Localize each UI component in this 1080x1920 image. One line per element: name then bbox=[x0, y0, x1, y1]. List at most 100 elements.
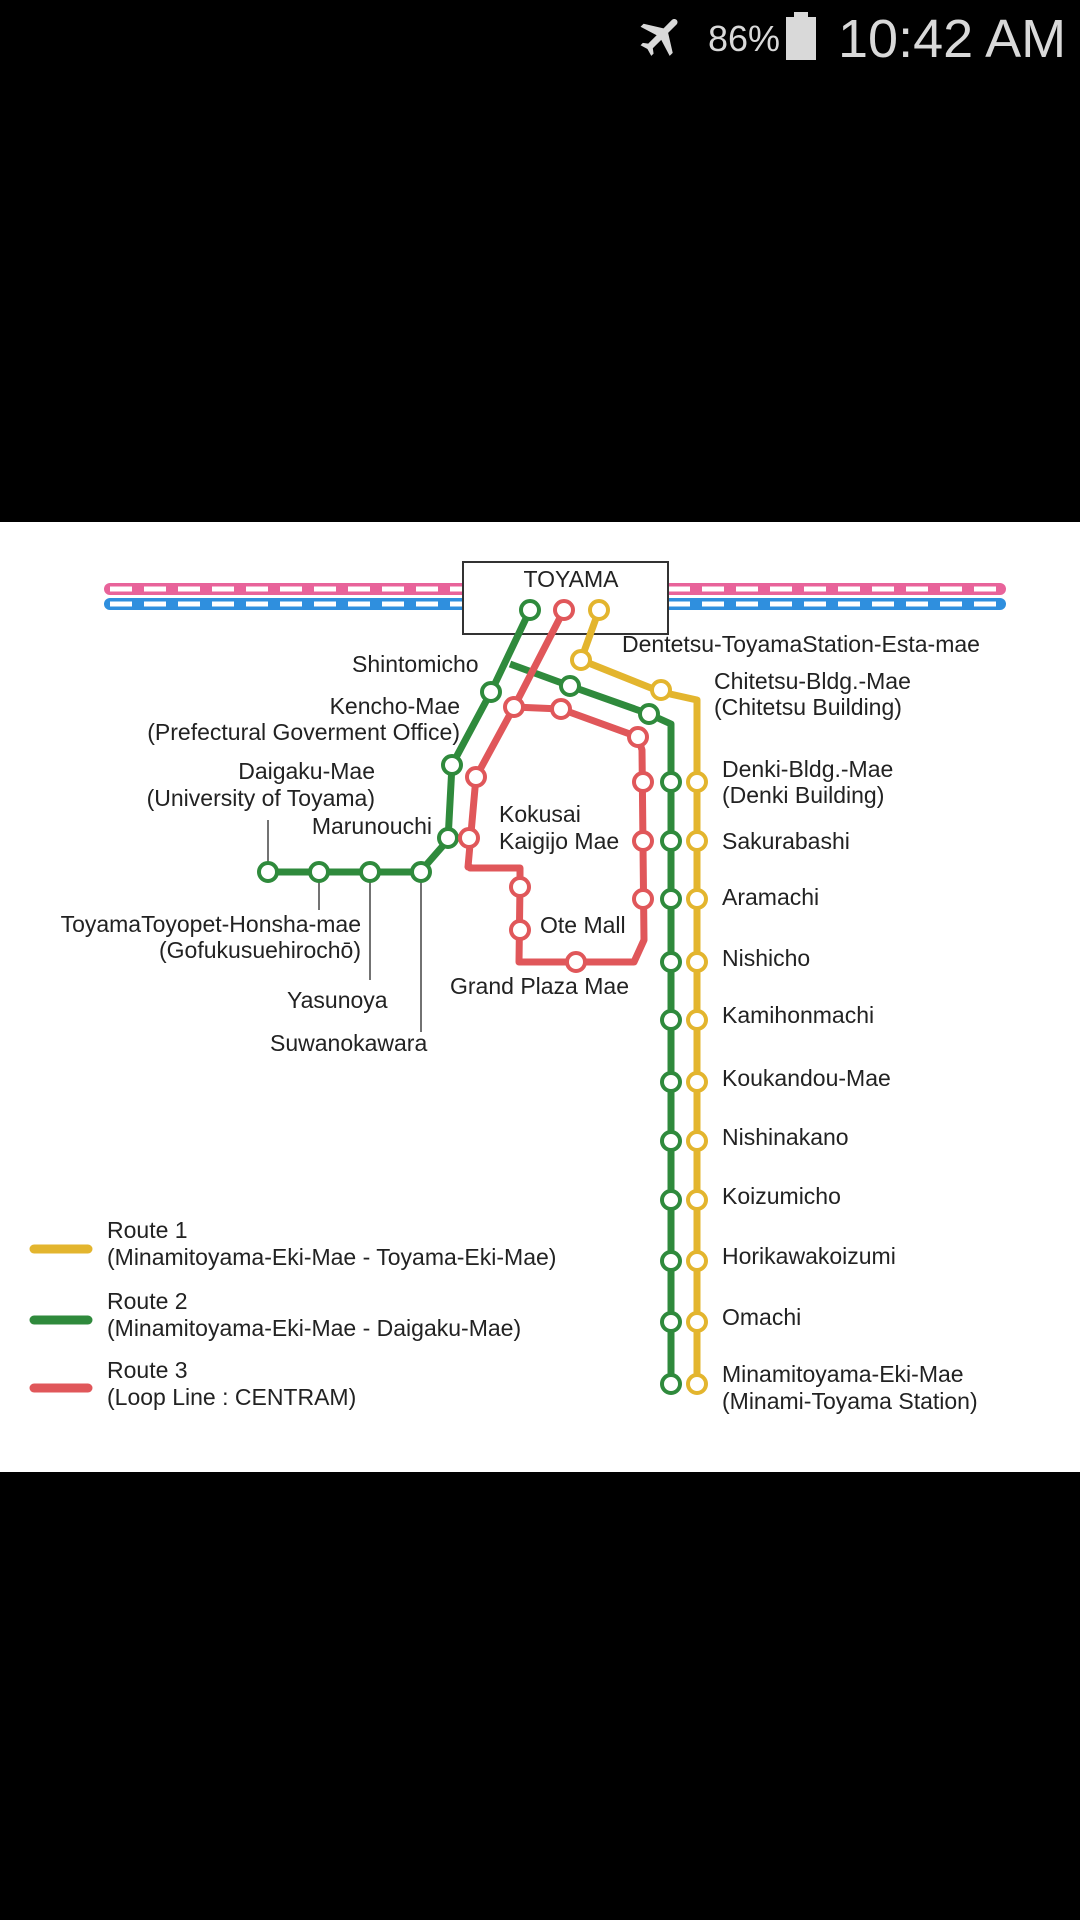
label-yasunoya: Yasunoya bbox=[287, 987, 388, 1013]
legend-route-3-name: Route 3 bbox=[107, 1357, 188, 1383]
leader-lines bbox=[267, 820, 422, 1032]
station-marker-toyama-r2 bbox=[519, 599, 541, 621]
toyama-station-label: TOYAMA bbox=[524, 566, 620, 592]
station-marker-suwanokawara bbox=[410, 861, 432, 883]
station-marker-kokusai bbox=[509, 876, 531, 898]
station-marker-chitetsu-r2 bbox=[638, 703, 660, 725]
station-marker-shintomicho-r3 bbox=[550, 698, 572, 720]
label-kencho-1: Kencho-Mae bbox=[330, 693, 460, 719]
label-nishicho: Nishicho bbox=[722, 945, 810, 971]
legend-route-1-name: Route 1 bbox=[107, 1217, 188, 1243]
label-kamihonmachi: Kamihonmachi bbox=[722, 1002, 874, 1028]
station-marker-aramachi-r2 bbox=[660, 888, 682, 910]
station-marker-sakurabashi-r3 bbox=[632, 830, 654, 852]
label-toyopet-2: (Gofukusuehirochō) bbox=[159, 937, 361, 963]
label-minami-2: (Minami-Toyama Station) bbox=[722, 1388, 978, 1414]
label-ote: Ote Mall bbox=[540, 912, 626, 938]
toyama-station-box bbox=[462, 561, 669, 635]
station-marker-shintomicho-r2 bbox=[559, 675, 581, 697]
station-marker-nishicho-r2 bbox=[660, 951, 682, 973]
station-marker-horikawakoizumi-r2 bbox=[660, 1250, 682, 1272]
station-marker-daigaku bbox=[257, 861, 279, 883]
station-marker-chitetsu-r1 bbox=[650, 679, 672, 701]
station-labels: Dentetsu-ToyamaStation-Esta-mae Shintomi… bbox=[61, 631, 980, 1414]
route-3-line bbox=[464, 608, 648, 966]
tram-route-map: TOYAMA bbox=[0, 522, 1080, 1472]
legend-route-2-desc: (Minamitoyama-Eki-Mae - Daigaku-Mae) bbox=[107, 1315, 521, 1341]
station-marker-marunouchi-r3 bbox=[458, 827, 480, 849]
station-marker-minami-r1 bbox=[686, 1373, 708, 1395]
station-marker-koukandou-r2 bbox=[660, 1071, 682, 1093]
station-marker-toyama-r1 bbox=[588, 599, 610, 621]
airplane-mode-icon bbox=[640, 18, 678, 56]
clock: 10:42 AM bbox=[838, 9, 1067, 69]
label-koizumicho: Koizumicho bbox=[722, 1183, 841, 1209]
label-kokusai-2: Kaigijo Mae bbox=[499, 828, 619, 854]
station-marker-minami-r2 bbox=[660, 1373, 682, 1395]
legend-route-2-name: Route 2 bbox=[107, 1288, 188, 1314]
station-marker-nishicho-r1 bbox=[686, 951, 708, 973]
station-marker-denki-r2 bbox=[660, 771, 682, 793]
route-2-line bbox=[268, 608, 534, 876]
label-toyopet-1: ToyamaToyopet-Honsha-mae bbox=[61, 911, 361, 937]
station-marker-kamihonmachi-r1 bbox=[686, 1009, 708, 1031]
legend-route-1-desc: (Minamitoyama-Eki-Mae - Toyama-Eki-Mae) bbox=[107, 1244, 556, 1270]
station-marker-koizumicho-r2 bbox=[660, 1189, 682, 1211]
label-nishinakano: Nishinakano bbox=[722, 1124, 849, 1150]
station-marker-nishinakano-r1 bbox=[686, 1130, 708, 1152]
station-marker-shintomicho bbox=[480, 681, 502, 703]
station-marker-sakurabashi-r1 bbox=[686, 830, 708, 852]
status-bar: 86% 10:42 AM bbox=[0, 0, 1080, 76]
label-dentetsu: Dentetsu-ToyamaStation-Esta-mae bbox=[622, 631, 980, 657]
label-minami-1: Minamitoyama-Eki-Mae bbox=[722, 1361, 964, 1387]
station-marker-nishinakano-r2 bbox=[660, 1130, 682, 1152]
route-map-diagram: TOYAMA bbox=[29, 561, 1006, 1414]
station-marker-kencho-r2 bbox=[441, 754, 463, 776]
station-marker-horikawakoizumi-r1 bbox=[686, 1250, 708, 1272]
label-grand: Grand Plaza Mae bbox=[450, 973, 629, 999]
label-omachi: Omachi bbox=[722, 1304, 801, 1330]
battery-icon bbox=[786, 12, 816, 60]
label-denki-1: Denki-Bldg.-Mae bbox=[722, 756, 893, 782]
station-marker-kamihonmachi-r2 bbox=[660, 1009, 682, 1031]
label-daigaku-2: (University of Toyama) bbox=[147, 785, 375, 811]
station-marker-chitetsu-r3 bbox=[627, 726, 649, 748]
label-horikawakoizumi: Horikawakoizumi bbox=[722, 1243, 896, 1269]
label-koukandou: Koukandou-Mae bbox=[722, 1065, 891, 1091]
label-kencho-2: (Prefectural Goverment Office) bbox=[147, 719, 460, 745]
station-marker-toyama-r3 bbox=[553, 599, 575, 621]
label-suwanokawara: Suwanokawara bbox=[270, 1030, 427, 1056]
station-marker-omachi-r1 bbox=[686, 1311, 708, 1333]
station-marker-ote bbox=[509, 919, 531, 941]
label-daigaku-1: Daigaku-Mae bbox=[238, 758, 375, 784]
battery-percent: 86% bbox=[708, 18, 781, 59]
label-denki-2: (Denki Building) bbox=[722, 782, 884, 808]
label-marunouchi: Marunouchi bbox=[312, 813, 432, 839]
station-marker-denki-r1 bbox=[686, 771, 708, 793]
legend-route-3-desc: (Loop Line : CENTRAM) bbox=[107, 1384, 356, 1410]
trunk-station-markers bbox=[660, 771, 708, 1395]
station-marker-koizumicho-r1 bbox=[686, 1189, 708, 1211]
station-marker-kencho-r3 bbox=[503, 696, 525, 718]
station-marker-aramachi-r1 bbox=[686, 888, 708, 910]
station-marker-dentetsu bbox=[570, 649, 592, 671]
label-chitetsu-1: Chitetsu-Bldg.-Mae bbox=[714, 668, 911, 694]
label-kokusai-1: Kokusai bbox=[499, 801, 581, 827]
label-chitetsu-2: (Chitetsu Building) bbox=[714, 694, 902, 720]
station-marker-omachi-r2 bbox=[660, 1311, 682, 1333]
jr-rail-lines bbox=[104, 583, 1006, 610]
station-marker-denki-r3 bbox=[632, 771, 654, 793]
station-marker-yasunoya bbox=[359, 861, 381, 883]
label-shintomicho: Shintomicho bbox=[352, 651, 479, 677]
station-marker-marunouchi-r2 bbox=[437, 827, 459, 849]
station-marker-aramachi-r3 bbox=[632, 888, 654, 910]
station-marker-grand bbox=[565, 951, 587, 973]
legend: Route 1 (Minamitoyama-Eki-Mae - Toyama-E… bbox=[29, 1217, 556, 1410]
station-marker-sakurabashi-r2 bbox=[660, 830, 682, 852]
label-sakurabashi: Sakurabashi bbox=[722, 828, 850, 854]
station-marker-toyopet bbox=[308, 861, 330, 883]
station-markers bbox=[257, 599, 672, 973]
label-aramachi: Aramachi bbox=[722, 884, 819, 910]
station-marker-koukandou-r1 bbox=[686, 1071, 708, 1093]
station-marker-daigaku-r3 bbox=[465, 766, 487, 788]
